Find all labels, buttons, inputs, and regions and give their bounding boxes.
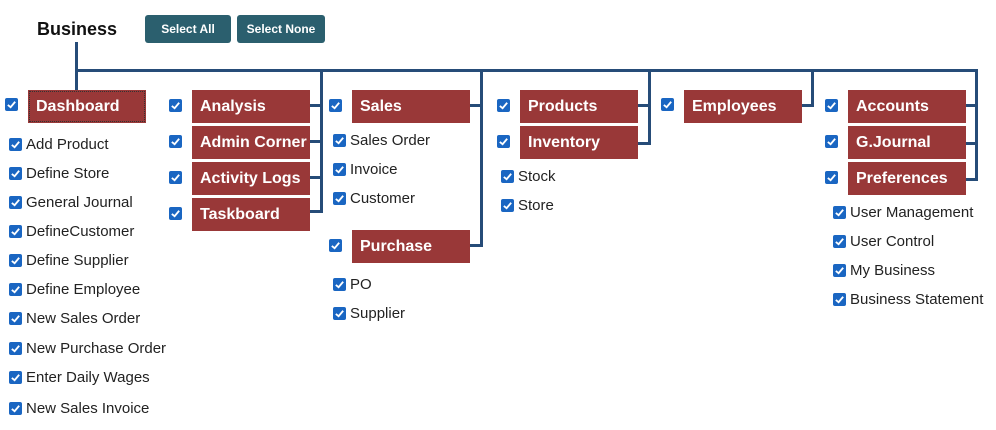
item-label: New Sales Invoice	[26, 399, 150, 417]
list-item[interactable]: Add Product	[9, 135, 109, 153]
item-checkbox[interactable]	[9, 282, 22, 296]
module-activity-logs[interactable]: Activity Logs	[192, 162, 310, 195]
item-checkbox[interactable]	[9, 224, 22, 238]
item-checkbox[interactable]	[9, 401, 22, 415]
item-checkbox[interactable]	[9, 195, 22, 209]
item-label: Stock	[518, 167, 556, 185]
item-label: User Management	[850, 203, 974, 221]
taskboard-checkbox[interactable]	[169, 207, 182, 220]
item-checkbox[interactable]	[9, 341, 22, 355]
inventory-checkbox[interactable]	[497, 135, 510, 148]
gjournal-checkbox[interactable]	[825, 135, 838, 148]
select-none-button[interactable]: Select None	[237, 15, 325, 43]
module-accounts[interactable]: Accounts	[848, 90, 966, 123]
list-item[interactable]: General Journal	[9, 193, 133, 211]
list-item[interactable]: New Sales Invoice	[9, 399, 149, 417]
item-label: Business Statement	[850, 290, 984, 308]
list-item[interactable]: Sales Order	[333, 131, 430, 149]
item-label: Sales Order	[350, 131, 431, 149]
list-item[interactable]: New Sales Order	[9, 309, 140, 327]
item-checkbox[interactable]	[333, 191, 346, 205]
item-label: Supplier	[350, 304, 406, 322]
item-label: Define Store	[26, 164, 110, 182]
page-title: Business	[37, 19, 118, 39]
item-checkbox[interactable]	[9, 370, 22, 384]
item-checkbox[interactable]	[333, 306, 346, 320]
list-item[interactable]: New Purchase Order	[9, 339, 166, 357]
item-label: User Control	[850, 232, 935, 250]
item-label: Customer	[350, 189, 416, 207]
item-checkbox[interactable]	[501, 169, 514, 183]
item-checkbox[interactable]	[501, 198, 514, 212]
module-analysis[interactable]: Analysis	[192, 90, 310, 123]
item-checkbox[interactable]	[9, 311, 22, 325]
analysis-checkbox[interactable]	[169, 99, 182, 112]
list-item[interactable]: Store	[501, 196, 554, 214]
module-products[interactable]: Products	[520, 90, 638, 123]
item-checkbox[interactable]	[333, 162, 346, 176]
list-item[interactable]: Business Statement	[833, 290, 983, 308]
list-item[interactable]: Define Supplier	[9, 251, 129, 269]
list-item[interactable]: Supplier	[333, 304, 405, 322]
item-label: Define Supplier	[26, 251, 129, 269]
list-item[interactable]: My Business	[833, 261, 935, 279]
list-item[interactable]: Define Store	[9, 164, 109, 182]
item-checkbox[interactable]	[333, 133, 346, 147]
dashboard-checkbox[interactable]	[5, 98, 18, 111]
list-item[interactable]: DefineCustomer	[9, 222, 134, 240]
accounts-checkbox[interactable]	[825, 99, 838, 112]
item-checkbox[interactable]	[833, 263, 846, 277]
item-checkbox[interactable]	[9, 166, 22, 180]
list-item[interactable]: PO	[333, 275, 372, 293]
preferences-checkbox[interactable]	[825, 171, 838, 184]
list-item[interactable]: User Control	[833, 232, 934, 250]
employees-checkbox[interactable]	[661, 98, 674, 111]
module-dashboard[interactable]: Dashboard	[28, 90, 146, 123]
module-preferences[interactable]: Preferences	[848, 162, 966, 195]
sales-checkbox[interactable]	[329, 99, 342, 112]
item-checkbox[interactable]	[9, 137, 22, 151]
list-item[interactable]: Define Employee	[9, 280, 140, 298]
item-label: General Journal	[26, 193, 133, 211]
module-purchase[interactable]: Purchase	[352, 230, 470, 263]
item-checkbox[interactable]	[833, 205, 846, 219]
item-label: PO	[350, 275, 372, 293]
item-label: New Sales Order	[26, 309, 141, 327]
admin-corner-checkbox[interactable]	[169, 135, 182, 148]
products-checkbox[interactable]	[497, 99, 510, 112]
module-taskboard[interactable]: Taskboard	[192, 198, 310, 231]
activity-logs-checkbox[interactable]	[169, 171, 182, 184]
module-employees[interactable]: Employees	[684, 90, 802, 123]
item-label: DefineCustomer	[26, 222, 135, 240]
item-checkbox[interactable]	[333, 277, 346, 291]
item-label: Add Product	[26, 135, 109, 153]
item-label: New Purchase Order	[26, 339, 167, 357]
module-admin-corner[interactable]: Admin Corner	[192, 126, 310, 159]
item-label: Invoice	[350, 160, 398, 178]
purchase-checkbox[interactable]	[329, 239, 342, 252]
item-checkbox[interactable]	[9, 253, 22, 267]
module-inventory[interactable]: Inventory	[520, 126, 638, 159]
select-all-button[interactable]: Select All	[145, 15, 231, 43]
list-item[interactable]: User Management	[833, 203, 973, 221]
list-item[interactable]: Enter Daily Wages	[9, 368, 150, 386]
module-gjournal[interactable]: G.Journal	[848, 126, 966, 159]
list-item[interactable]: Customer	[333, 189, 415, 207]
item-label: Enter Daily Wages	[26, 368, 150, 386]
item-label: Store	[518, 196, 554, 214]
item-label: My Business	[850, 261, 936, 279]
list-item[interactable]: Invoice	[333, 160, 398, 178]
list-item[interactable]: Stock	[501, 167, 556, 185]
item-checkbox[interactable]	[833, 234, 846, 248]
item-checkbox[interactable]	[833, 292, 846, 306]
item-label: Define Employee	[26, 280, 141, 298]
module-sales[interactable]: Sales	[352, 90, 470, 123]
